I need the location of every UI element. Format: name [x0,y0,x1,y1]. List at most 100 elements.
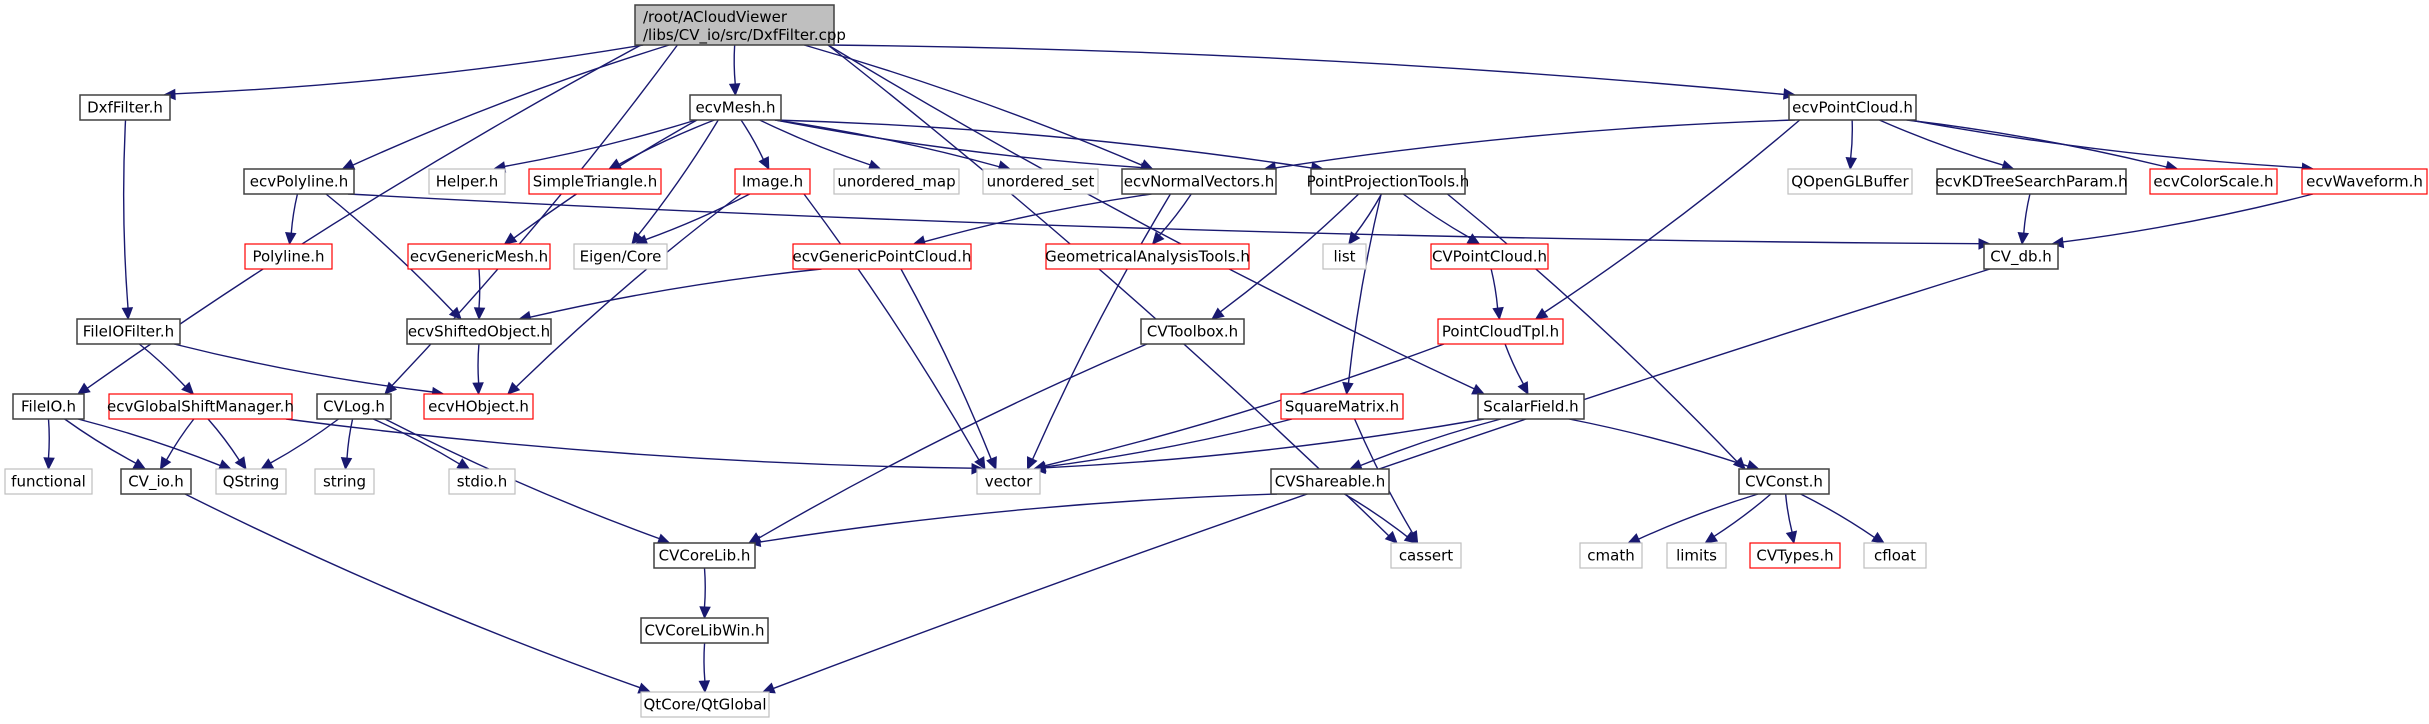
node-label: ecvWaveform.h [2306,173,2423,191]
node-CVConst[interactable]: CVConst.h [1738,468,1830,495]
edge-Image-to-EigenCore [645,193,751,241]
node-box[interactable] [12,393,85,420]
node-box[interactable] [689,94,782,121]
node-CV_io[interactable]: CV_io.h [120,468,192,495]
edge-CVPointCloud-to-PointCloudTpl [1490,268,1499,309]
node-ecvKDTreeSearchParam[interactable]: ecvKDTreeSearchParam.h [1935,168,2128,195]
arrowhead-icon [1211,307,1225,320]
node-CV_db[interactable]: CV_db.h [1983,243,2059,270]
node-label: PointProjectionTools.h [1307,173,1470,191]
node-ecvNormalVectors[interactable]: ecvNormalVectors.h [1121,168,1277,195]
node-box[interactable] [1430,243,1549,270]
edge-CVConst-to-cmath [1638,493,1759,540]
node-GeometricalAnalysisTools[interactable]: GeometricalAnalysisTools.h [1045,243,1250,270]
node-box[interactable] [406,318,552,345]
edges-layer [43,44,2315,694]
node-box[interactable] [1437,318,1564,345]
node-CVCoreLib[interactable]: CVCoreLib.h [653,542,756,569]
edge-ecvGenericPointCloud-to-ecvShiftedObject [529,268,822,318]
node-box[interactable] [1121,168,1277,195]
node-CVTypes[interactable]: CVTypes.h [1749,542,1841,569]
node-ecvGenericPointCloud[interactable]: ecvGenericPointCloud.h [792,243,972,270]
node-CVCoreLibWin[interactable]: CVCoreLibWin.h [640,617,769,644]
node-box[interactable] [734,168,811,195]
node-CVShareable[interactable]: CVShareable.h [1270,468,1390,495]
node-PointProjectionTools[interactable]: PointProjectionTools.h [1307,168,1470,195]
node-SquareMatrix[interactable]: SquareMatrix.h [1280,393,1404,420]
node-label: ecvKDTreeSearchParam.h [1935,173,2127,191]
node-box[interactable] [1140,318,1245,345]
node-box[interactable] [1788,94,1917,121]
node-FileIO[interactable]: FileIO.h [12,393,85,420]
node-box[interactable] [76,318,181,345]
node-label: string [323,473,366,491]
node-box[interactable] [79,94,171,121]
node-ecvShiftedObject[interactable]: ecvShiftedObject.h [406,318,552,345]
node-box[interactable] [1477,393,1585,420]
node-box[interactable] [2149,168,2278,195]
node-box[interactable] [640,617,769,644]
node-ecvGenericMesh[interactable]: ecvGenericMesh.h [407,243,551,270]
root-node-box[interactable] [634,4,835,46]
arrowhead-icon [472,382,484,396]
node-label: CVTypes.h [1756,547,1833,565]
node-box[interactable] [1749,542,1841,569]
node-box[interactable] [120,468,192,495]
node-box[interactable] [1936,168,2127,195]
node-box[interactable] [244,243,333,270]
node-box [1322,243,1367,270]
node-label: ScalarField.h [1483,398,1578,416]
node-DxfFilter[interactable]: DxfFilter.h [79,94,171,121]
node-CVToolbox[interactable]: CVToolbox.h [1140,318,1245,345]
node-label: vector [985,473,1033,491]
node-label: PointCloudTpl.h [1442,323,1559,341]
node-ecvMesh[interactable]: ecvMesh.h [689,94,782,121]
edge-ecvGenericMesh-to-ecvShiftedObject [478,268,481,309]
edge-ecvGlobalShiftManager-to-CV_io [165,418,195,461]
node-box[interactable] [792,243,972,270]
arrowhead-icon [1517,381,1529,396]
node-label: CVCoreLibWin.h [645,622,765,640]
node-box[interactable] [2301,168,2428,195]
root-node[interactable]: /root/ACloudViewer /libs/CV_io/src/DxfFi… [634,4,846,46]
node-box [1787,168,1913,195]
node-box[interactable] [407,243,551,270]
node-CVPointCloud[interactable]: CVPointCloud.h [1430,243,1549,270]
node-QString: QString [215,468,287,495]
node-box[interactable] [1270,468,1390,495]
node-box[interactable] [1983,243,2059,270]
node-box[interactable] [1045,243,1250,270]
node-Polyline[interactable]: Polyline.h [244,243,333,270]
node-box[interactable] [316,393,392,420]
edge-PointProjectionTools-to-list [1354,193,1383,236]
node-Image[interactable]: Image.h [734,168,811,195]
node-FileIOFilter[interactable]: FileIOFilter.h [76,318,181,345]
node-label: limits [1676,547,1717,565]
node-ecvPolyline[interactable]: ecvPolyline.h [243,168,355,195]
node-box[interactable] [1738,468,1830,495]
node-label: QtCore/QtGlobal [644,696,767,714]
node-SimpleTriangle[interactable]: SimpleTriangle.h [528,168,662,195]
node-box[interactable] [653,542,756,569]
node-ecvHObject[interactable]: ecvHObject.h [423,393,534,420]
edge-CVLog-to-QString [270,418,339,464]
edge-ecvPointCloud-to-ecvWaveform [1909,119,2303,169]
node-box[interactable] [423,393,534,420]
node-box[interactable] [1280,393,1404,420]
node-box[interactable] [108,393,293,420]
node-CVLog[interactable]: CVLog.h [316,393,392,420]
node-ecvColorScale[interactable]: ecvColorScale.h [2149,168,2278,195]
node-label: CVToolbox.h [1147,323,1238,341]
node-box[interactable] [1310,168,1466,195]
edge-ecvMesh-to-SimpleTriangle [618,119,715,165]
root-node-path-line-2: /libs/CV_io/src/DxfFilter.cpp [643,26,846,45]
node-ScalarField[interactable]: ScalarField.h [1477,393,1585,420]
node-box[interactable] [243,168,355,195]
edge-ecvGenericPointCloud-to-vector [900,268,992,460]
node-ecvWaveform[interactable]: ecvWaveform.h [2301,168,2428,195]
node-box[interactable] [528,168,662,195]
node-ecvGlobalShiftManager[interactable]: ecvGlobalShiftManager.h [107,393,294,420]
node-unordered_set: unordered_set [982,168,1099,195]
node-ecvPointCloud[interactable]: ecvPointCloud.h [1788,94,1917,121]
node-PointCloudTpl[interactable]: PointCloudTpl.h [1437,318,1564,345]
